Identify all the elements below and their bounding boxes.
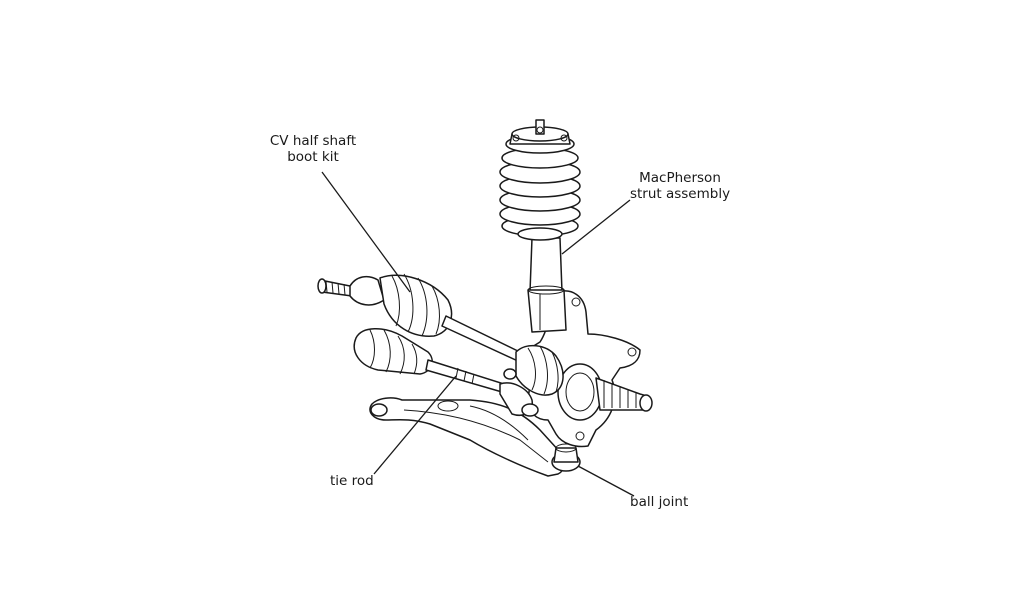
tie-rod-label: tie rod [330,473,374,489]
lower-control-arm [369,397,565,477]
tie-rod-leader [373,375,457,475]
macpherson-label-line1: MacPherson [639,170,721,186]
cv-half-shaft-boot-kit-label: CV half shaft boot kit [258,133,368,165]
macpherson-leader [561,199,631,255]
cv-label-line2: boot kit [287,149,339,165]
macpherson-strut [499,119,581,333]
hub-spline [595,377,653,412]
macpherson-label-line2: strut assembly [629,186,731,202]
ball-joint-leader [577,465,635,497]
cv-half-shaft [317,273,564,396]
cv-label-line1: CV half shaft [269,133,357,149]
ball-joint [551,443,581,472]
cv-boot-leader [321,171,411,293]
macpherson-strut-assembly-label: MacPherson strut assembly [622,170,738,202]
tie-rod [353,328,539,417]
ball-joint-label: ball joint [630,494,689,510]
leader-lines [321,171,635,497]
